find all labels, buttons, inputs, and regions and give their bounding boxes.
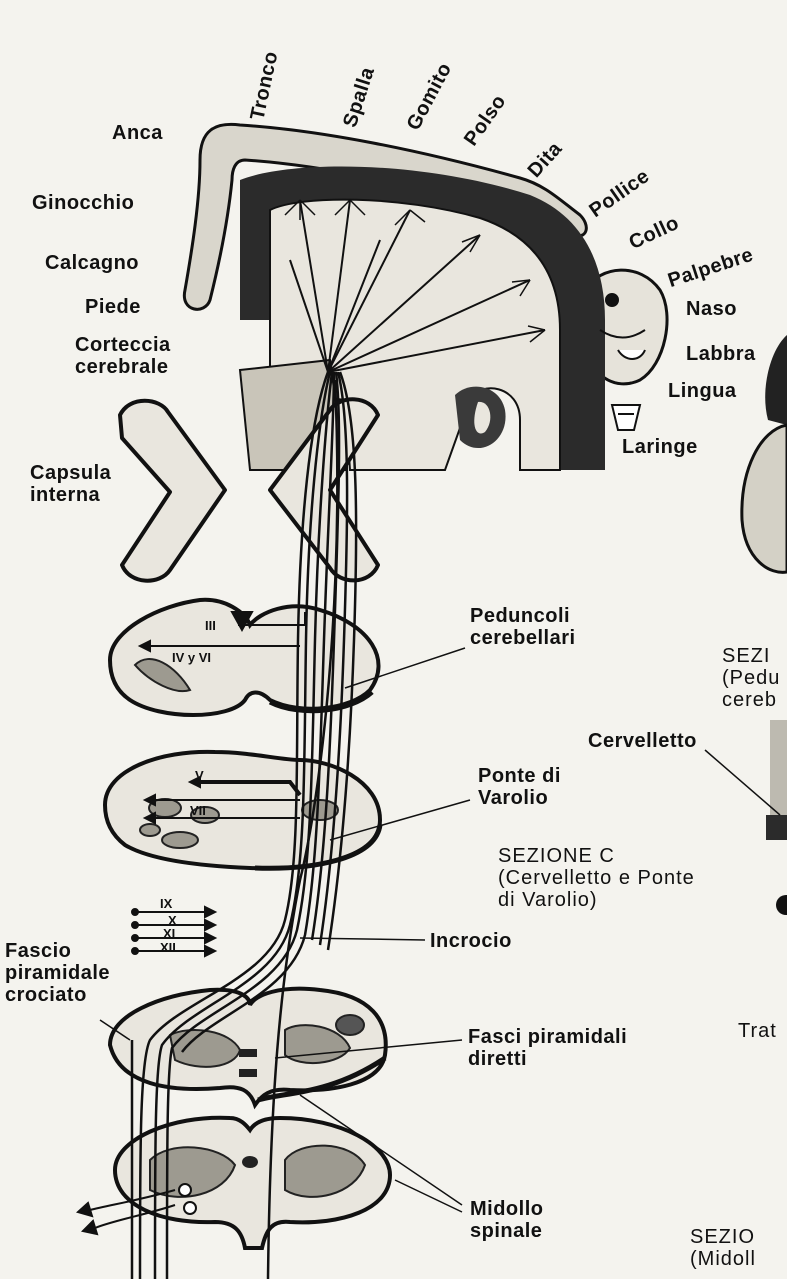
label-incrocio: Incrocio xyxy=(430,930,512,952)
label-ginocchio: Ginocchio xyxy=(32,192,134,214)
right-section-fragment xyxy=(742,335,787,915)
nerve-vii: VII xyxy=(190,803,206,818)
label-anca: Anca xyxy=(112,122,163,144)
nerve-iv-vi: IV y VI xyxy=(172,650,211,665)
nerve-v: V xyxy=(195,768,204,783)
label-lingua: Lingua xyxy=(668,380,737,402)
label-labbra: Labbra xyxy=(686,343,756,365)
nerve-ix: IX xyxy=(160,896,172,911)
label-ponte-di-varolio: Ponte di Varolio xyxy=(478,765,561,809)
label-naso: Naso xyxy=(686,298,737,320)
label-capsula-interna: Capsula interna xyxy=(30,462,111,506)
caption-sezione-d: SEZIO (Midoll xyxy=(690,1226,756,1270)
label-fasci-piramidali-diretti: Fasci piramidali diretti xyxy=(468,1026,627,1070)
nerve-xi: XI xyxy=(163,926,175,941)
label-corteccia-cerebrale: Corteccia cerebrale xyxy=(75,334,171,378)
nerve-iii: III xyxy=(205,618,216,633)
label-peduncoli-cerebellari: Peduncoli cerebellari xyxy=(470,605,576,649)
label-piede: Piede xyxy=(85,296,141,318)
cortex-section xyxy=(240,166,605,470)
caption-sezione-b: SEZI (Pedu cereb xyxy=(722,645,780,711)
label-midollo-spinale: Midollo spinale xyxy=(470,1198,543,1242)
caption-trat: Trat xyxy=(738,1020,777,1042)
label-cervelletto: Cervelletto xyxy=(588,730,697,752)
label-calcagno: Calcagno xyxy=(45,252,139,274)
nerve-xii: XII xyxy=(160,940,176,955)
label-laringe: Laringe xyxy=(622,436,698,458)
caption-sezione-c: SEZIONE C (Cervelletto e Ponte di Varoli… xyxy=(498,845,695,911)
label-fascio-piramidale-crociato: Fascio piramidale crociato xyxy=(5,940,110,1006)
